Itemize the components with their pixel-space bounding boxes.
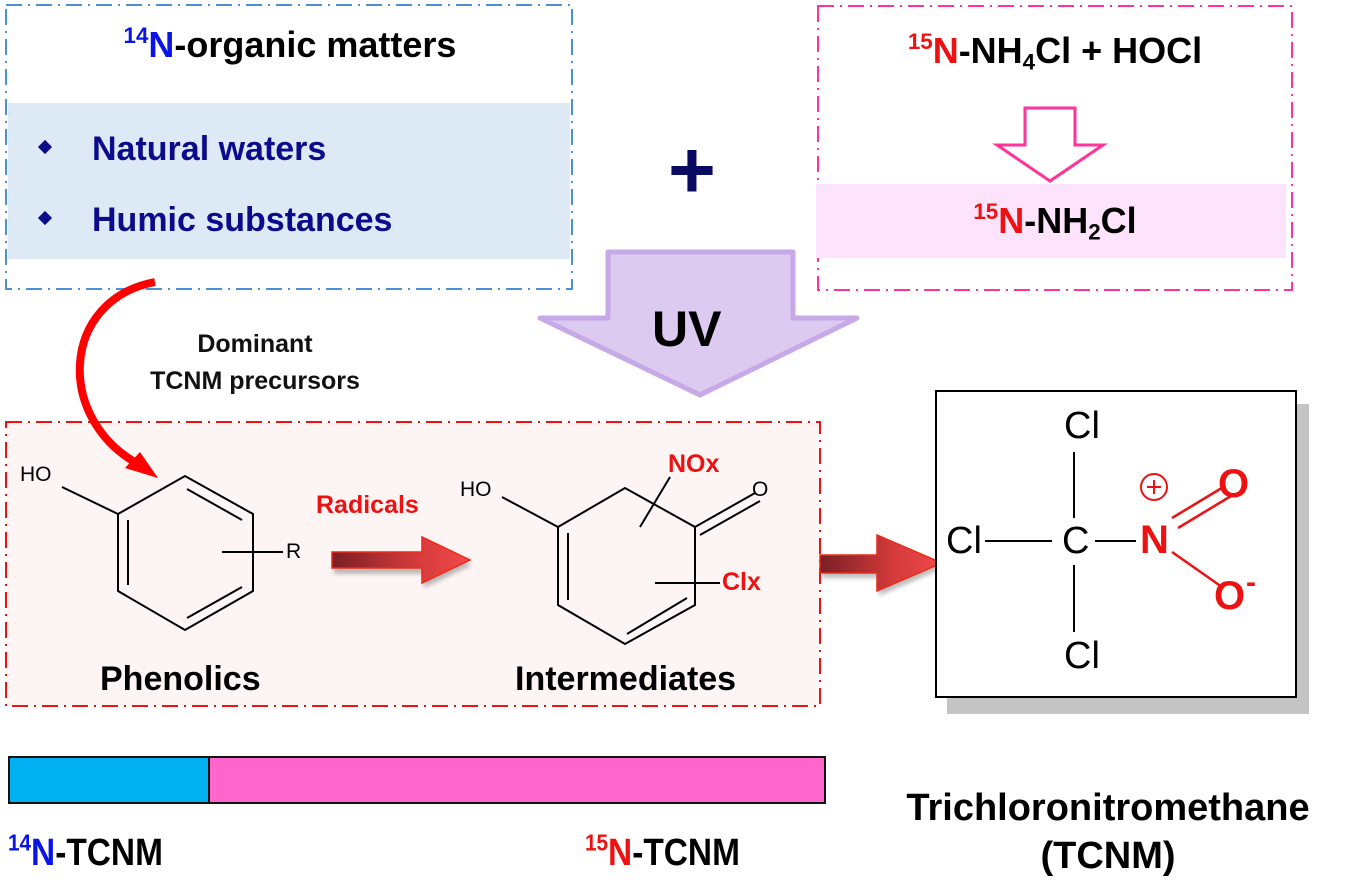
diamond-bullet-icon (37, 210, 53, 226)
negative-charge-icon: - (1246, 566, 1256, 599)
isotope-ratio-bar (8, 756, 826, 804)
chloramine-box-border (817, 5, 1293, 291)
tcnm-atom-n: N (1140, 518, 1169, 562)
tcnm-atom-cl-bottom: Cl (1064, 635, 1100, 677)
chloramine-product-band (816, 184, 1286, 258)
nitrogen-symbol: N (608, 832, 633, 874)
annotation-line: TCNM precursors (150, 367, 360, 395)
ratio-bar-15n-segment (209, 758, 824, 802)
annotation-line: Dominant (197, 330, 313, 358)
label-15n-tcnm: 15N-TCNM (585, 829, 740, 875)
nox-substituent: NOx (668, 450, 720, 478)
isotope-number: 15 (907, 29, 933, 55)
ratio-bar-14n-segment (10, 758, 210, 802)
nitrogen-symbol: N (148, 24, 175, 65)
diamond-bullet-icon (37, 139, 53, 155)
formula-part: -NH (958, 30, 1023, 71)
intermediate-ho-atom: HO (460, 478, 492, 501)
phenol-structure (61, 474, 283, 632)
clx-substituent: Clx (722, 568, 761, 596)
curved-precursor-arrow-icon (76, 278, 156, 469)
nitrogen-symbol: N (31, 832, 56, 874)
label-14n-tcnm: 14N-TCNM (8, 829, 163, 875)
tcnm-atom-cl-left: Cl (946, 520, 982, 562)
list-item-label: Natural waters (92, 130, 327, 168)
tcnm-structure-box (935, 390, 1297, 698)
organic-matter-title: 14N-organic matters (0, 24, 580, 66)
isotope-number: 15 (973, 199, 999, 225)
formula-subscript: 2 (1088, 219, 1101, 245)
isotope-number: 14 (123, 23, 149, 49)
uv-label: UV (652, 301, 722, 357)
hollow-down-arrow-icon (992, 106, 1108, 183)
formula-part: -NH (1024, 200, 1089, 241)
phenol-r-group: R (286, 540, 302, 563)
tcnm-name-line: Trichloronitromethane (906, 787, 1310, 829)
intermediates-label: Intermediates (515, 660, 737, 698)
nitrogen-symbol: N (932, 30, 959, 71)
list-item: Humic substances (37, 201, 393, 240)
nitrogen-symbol: N (998, 200, 1025, 241)
tcnm-atom-o-single: O (1214, 574, 1246, 618)
formula-part: Cl + HOCl (1035, 30, 1203, 71)
formula-part: Cl (1100, 200, 1137, 241)
chloramine-product: 15N-NH2Cl (810, 199, 1300, 245)
radicals-arrow-icon (331, 535, 472, 588)
phenol-ho-atom: HO (20, 463, 52, 486)
chloramine-reactants: 15N-NH4Cl + HOCl (810, 29, 1300, 75)
tcnm-atom-o-double: O (1218, 462, 1250, 506)
title-text: -organic matters (174, 24, 457, 65)
intermediate-structure (501, 476, 761, 646)
tcnm-abbreviation: (TCNM) (1040, 835, 1176, 877)
uv-arrow-icon (537, 249, 860, 398)
precursor-annotation: Dominant TCNM precursors (105, 326, 405, 400)
isotope-number: 15 (585, 829, 609, 856)
isotope-number: 14 (8, 829, 32, 856)
tcnm-atom-cl-top: Cl (1064, 405, 1100, 447)
formula-subscript: 4 (1022, 49, 1036, 75)
list-item-label: Humic substances (92, 201, 393, 239)
tcnm-atom-c: C (1062, 520, 1090, 562)
list-item: Natural waters (37, 130, 327, 169)
phenolics-label: Phenolics (100, 660, 261, 698)
plus-icon: + (668, 125, 716, 216)
organic-matter-box-border (5, 4, 573, 290)
intermediate-o-atom: O (752, 478, 769, 501)
tcnm-full-name: Trichloronitromethane (TCNM) (870, 784, 1346, 880)
tcnm-arrow-icon (819, 533, 944, 596)
organic-sources-band (8, 103, 570, 259)
label-text: -TCNM (632, 832, 740, 874)
radicals-label: Radicals (316, 491, 419, 519)
label-text: -TCNM (55, 832, 163, 874)
